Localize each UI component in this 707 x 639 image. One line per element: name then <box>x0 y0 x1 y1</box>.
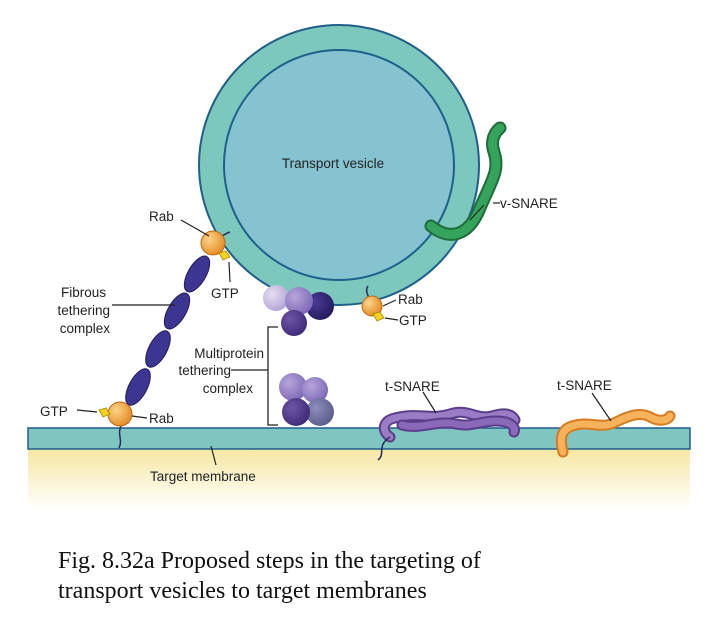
gtp-label-top: GTP <box>211 286 239 301</box>
t-snare-label-1: t-SNARE <box>385 379 440 394</box>
leader-lines <box>76 202 612 466</box>
t-snare-label-2: t-SNARE <box>557 378 612 393</box>
t-snare-purple <box>377 406 521 461</box>
target-membrane <box>27 427 691 509</box>
multiprotein-bracket <box>267 326 278 426</box>
multiprotein-complex-lower <box>279 373 334 426</box>
multiprotein-label-line1: Multiprotein <box>194 346 264 361</box>
rab-protein-top <box>200 230 231 261</box>
v-snare-protein <box>424 121 507 241</box>
v-snare-label: v-SNARE <box>500 196 558 211</box>
t-snare-orange <box>555 409 676 458</box>
rab-label-right: Rab <box>398 292 423 307</box>
fibrous-label-line3: complex <box>60 321 111 336</box>
rab-label-top: Rab <box>149 209 174 224</box>
transport-vesicle-label: Transport vesicle <box>282 156 384 171</box>
fibrous-label-line2: tethering <box>57 303 110 318</box>
gtp-label-right: GTP <box>399 313 427 328</box>
gtp-label-bottom: GTP <box>40 404 68 419</box>
multiprotein-label-line3: complex <box>203 381 254 396</box>
rab-label-bottom: Rab <box>149 411 174 426</box>
fibrous-label-line1: Fibrous <box>61 285 106 300</box>
caption-line-1: Fig. 8.32a Proposed steps in the targeti… <box>58 548 481 574</box>
fibrous-tethering-complex <box>125 231 231 406</box>
multiprotein-label-line2: tethering <box>178 363 231 378</box>
figure-caption: Fig. 8.32a Proposed steps in the targeti… <box>58 546 678 606</box>
rab-protein-right <box>361 285 385 322</box>
transport-vesicle <box>198 24 480 306</box>
rab-protein-bottom <box>98 401 133 449</box>
target-membrane-label: Target membrane <box>150 469 256 484</box>
caption-line-2: transport vesicles to target membranes <box>58 578 427 604</box>
multiprotein-complex-upper <box>263 285 334 336</box>
